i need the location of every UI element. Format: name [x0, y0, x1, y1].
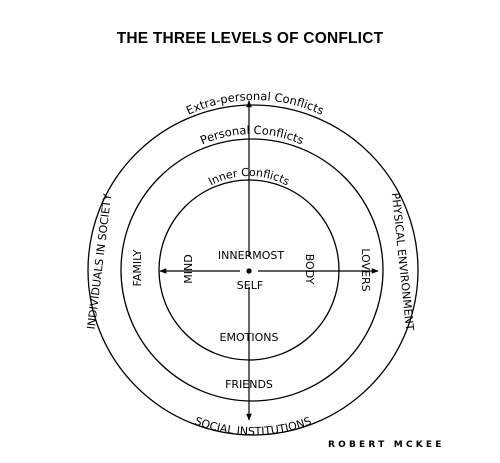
individuals-in-society-label: INDIVIDUALS IN SOCIETY [85, 193, 115, 330]
social-institutions-label: SOCIAL INSTITUTIONS [193, 414, 313, 438]
diagram-title: THE THREE LEVELS OF CONFLICT [116, 30, 384, 47]
personal-label: Personal Conflicts [198, 123, 306, 147]
center-dot [246, 268, 252, 274]
self-label: SELF [237, 279, 263, 292]
family-label: FAMILY [131, 249, 144, 286]
mind-label: MIND [182, 254, 195, 283]
lovers-label: LOVERS [359, 248, 372, 291]
emotions-label: EMOTIONS [220, 331, 279, 344]
outer-circle [87, 104, 419, 436]
friends-label: FRIENDS [225, 378, 273, 391]
middle-circle [120, 138, 384, 402]
innermost-label: INNERMOST [218, 249, 284, 262]
body-label: BODY [303, 254, 316, 285]
physical-environment-label: PHYSICAL ENVIRONMENT [389, 192, 416, 331]
author-credit: ROBERT MCKEE [328, 440, 445, 450]
